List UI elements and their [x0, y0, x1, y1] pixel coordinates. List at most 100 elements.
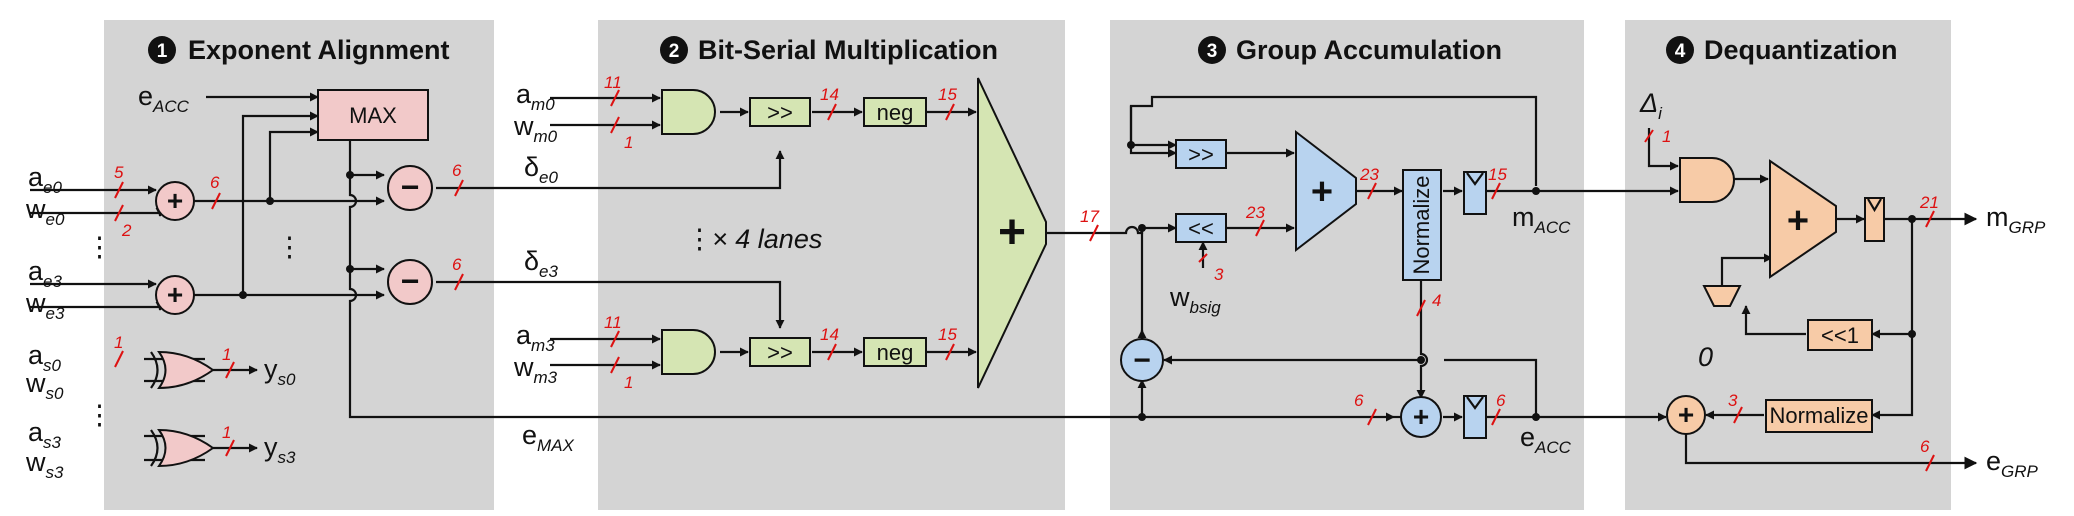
plus-symbol: +: [167, 279, 183, 310]
label-a-e3: ae3: [28, 256, 62, 291]
bw-diff3: 6: [452, 255, 462, 274]
normalize-label: Normalize: [1769, 403, 1868, 428]
shift-right-label: >>: [1188, 142, 1214, 167]
plus-symbol: +: [1311, 171, 1333, 213]
bw-sum0: 6: [210, 173, 220, 192]
shift-right-block-0: [749, 97, 811, 127]
accumulator-adder: [1295, 129, 1357, 253]
bw-ys3: 1: [222, 423, 231, 442]
bw-norm3: 3: [1728, 391, 1738, 410]
stage-4-label: Dequantization: [1704, 35, 1898, 65]
label-y-s0: ys0: [264, 354, 296, 389]
label-a-e0: ae0: [28, 162, 62, 197]
minus-symbol: −: [401, 263, 420, 299]
stage-3-panel: [1110, 20, 1584, 510]
label-m-grp: mGRP: [1986, 202, 2046, 237]
label-w-m3: wm3: [513, 352, 558, 387]
bw-mgrp: 21: [1919, 193, 1939, 212]
bw-tree: 17: [1080, 207, 1099, 226]
lanes-label: × 4 lanes: [712, 224, 822, 254]
bw-neg0: 15: [938, 85, 957, 104]
mantissa-register: [1463, 171, 1487, 215]
exponent-adder-0: [155, 181, 195, 221]
dots-sign-inputs: ⋮: [86, 400, 113, 430]
negate-block-0: [863, 97, 927, 127]
plus-symbol: +: [1413, 401, 1429, 432]
shift-right-block-acc: [1175, 139, 1227, 169]
exponent-diff-subtractor: [1120, 338, 1164, 382]
bw-am0: 11: [604, 73, 622, 92]
bw-add-acc: 23: [1359, 165, 1379, 184]
shift-left-one-label: <<1: [1821, 323, 1859, 348]
bitwidth-slashes: [114, 89, 1935, 472]
label-delta-e3: δe3: [524, 246, 558, 281]
adder-tree: [977, 77, 1047, 389]
stage-1-title: 1 Exponent Alignment: [148, 35, 450, 65]
dots-adders: ⋮: [276, 232, 303, 262]
label-a-m3: am3: [516, 320, 555, 355]
label-w-e3: we3: [25, 288, 65, 323]
bw-e-acc: 6: [1496, 391, 1506, 410]
bw-as0: 1: [114, 333, 123, 352]
label-e-acc: eACC: [138, 81, 190, 116]
label-w-s3: ws3: [25, 447, 64, 482]
stage-3-label: Group Accumulation: [1236, 35, 1502, 65]
dequant-adder: [1769, 159, 1837, 279]
normalize-block-acc: [1402, 169, 1442, 281]
label-w-m0: wm0: [513, 111, 558, 146]
stage-3-number: 3: [1207, 41, 1218, 62]
bw-norm-e: 4: [1432, 291, 1441, 310]
and-gate-3: [661, 329, 716, 375]
negate-label: neg: [877, 340, 914, 365]
stage-3-title: 3 Group Accumulation: [1198, 35, 1502, 65]
and-gate-dequant: [1679, 157, 1735, 203]
grp-exponent-adder: [1666, 395, 1706, 435]
plus-symbol: +: [1678, 399, 1694, 430]
negate-label: neg: [877, 100, 914, 125]
bw-we0: 2: [121, 221, 132, 240]
label-a-s3: as3: [28, 417, 62, 452]
label-w-bsig: wbsig: [1169, 282, 1221, 317]
shift-right-label: >>: [767, 340, 793, 365]
bw-neg3: 15: [938, 325, 957, 344]
label-m-acc: mACC: [1512, 202, 1571, 237]
shift-right-block-3: [749, 337, 811, 367]
xor-gate-3: [157, 428, 215, 468]
bw-egrp: 6: [1920, 437, 1930, 456]
label-a-m0: am0: [516, 79, 555, 114]
junction-dots: [239, 141, 1916, 421]
bw-am3: 11: [604, 313, 622, 332]
xor-gate-0: [157, 350, 215, 390]
normalize-block-dequant: [1765, 399, 1873, 433]
label-zero: 0: [1698, 342, 1713, 372]
exponent-register: [1463, 395, 1487, 439]
label-w-e0: we0: [25, 194, 65, 229]
dots-exponent-inputs: ⋮: [86, 232, 113, 262]
bw-delta: 1: [1662, 127, 1671, 146]
bw-wm0: 1: [624, 133, 633, 152]
bw-shl: 23: [1245, 203, 1265, 222]
shift-left-block: [1175, 213, 1227, 243]
shift-left-label: <<: [1188, 216, 1214, 241]
bw-diff0: 6: [452, 161, 462, 180]
output-register: [1864, 197, 1885, 242]
dots-lanes: ⋮: [686, 224, 713, 254]
signal-labels: eACC ae0 we0 ae3 we3 as0 ws0 as3 ws3 ys0…: [25, 79, 2046, 482]
bw-wm3: 1: [624, 373, 633, 392]
exponent-adder-3: [155, 275, 195, 315]
minus-symbol: −: [1133, 344, 1151, 377]
bw-ys0: 1: [222, 345, 231, 364]
bw-ae0: 5: [114, 163, 124, 182]
stage-2-number: 2: [669, 41, 680, 62]
label-e-max: eMAX: [522, 420, 575, 455]
bw-wbsig: 3: [1214, 265, 1224, 284]
exponent-subtractor-3: [387, 259, 433, 305]
shift-left-one-block: [1807, 319, 1873, 351]
bitwidth-labels: 5 2 6 6 6 1 1 1 11 1 11 1 14 15 14 15 17…: [114, 73, 1939, 456]
normalize-label: Normalize: [1409, 175, 1434, 274]
minus-symbol: −: [401, 169, 420, 205]
label-delta-i: Δi: [1639, 88, 1663, 123]
label-y-s3: ys3: [264, 432, 296, 467]
bw-shr3: 14: [820, 325, 839, 344]
